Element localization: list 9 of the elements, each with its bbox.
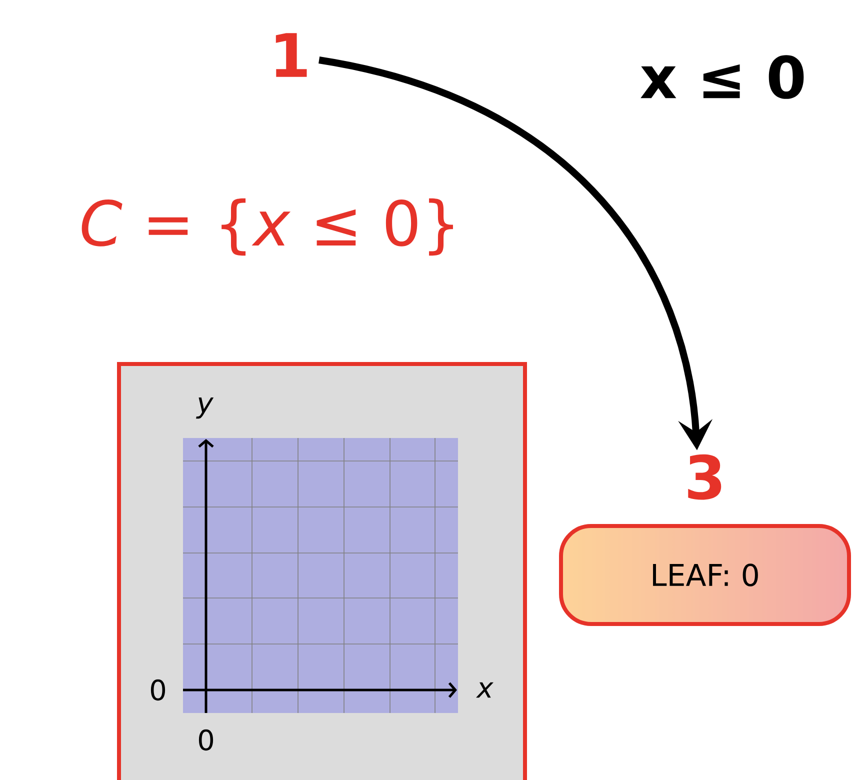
tick-label: 0 (150, 679, 166, 701)
condition-formula: C = {x ≤ 0} (82, 198, 453, 256)
axis-label: y (196, 397, 214, 419)
edge-label: x ≤ 0 (640, 55, 804, 99)
tick-label: 0 (198, 729, 214, 751)
step-number: 3 (688, 454, 722, 500)
step-number: 1 (276, 33, 307, 77)
axis-label: x (476, 682, 494, 698)
leaf-box: LEAF: 0 (559, 524, 851, 626)
